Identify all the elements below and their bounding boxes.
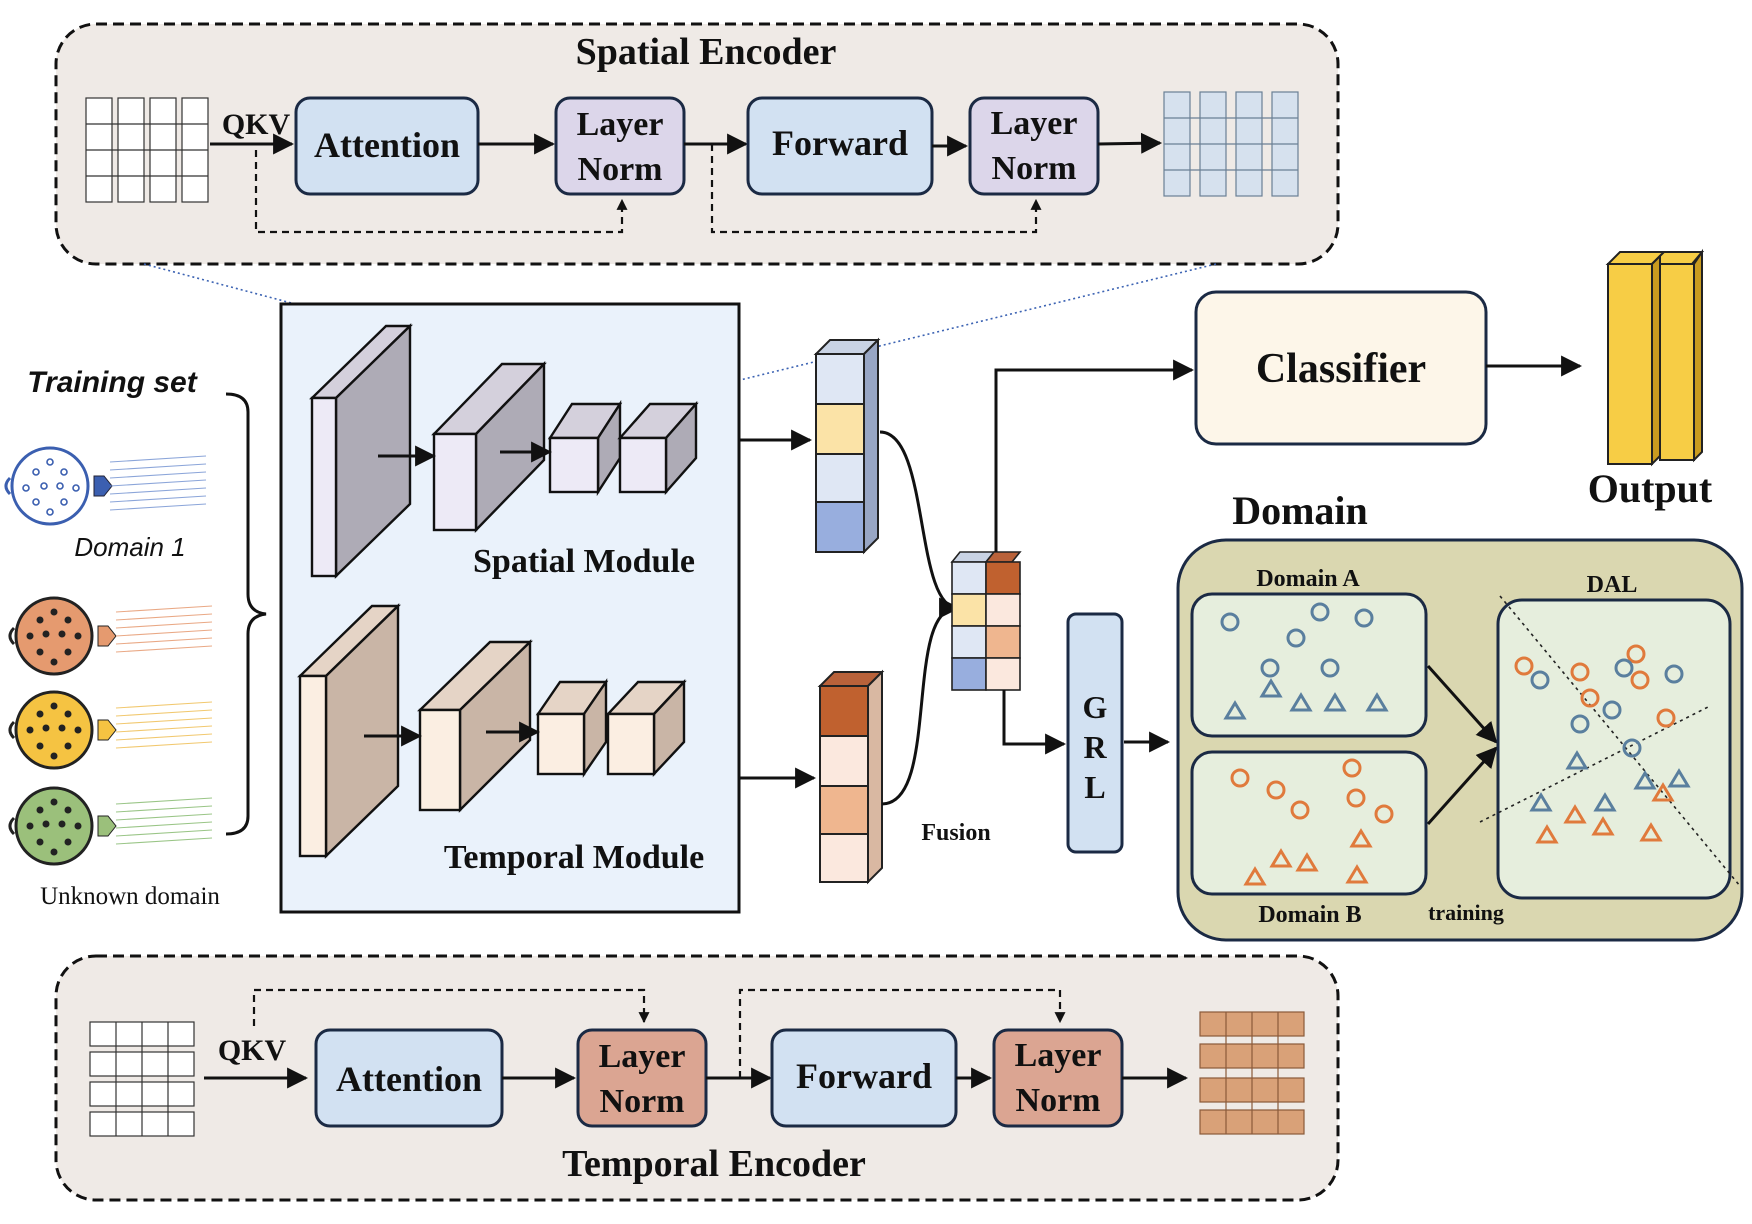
spatial-feature-vector: [813, 337, 881, 555]
domain-b-markers: [1230, 758, 1394, 886]
temporal-output-tokens: [1199, 1011, 1305, 1135]
spatial-input-tokens: [85, 97, 209, 203]
spatial-arrow-out: [1097, 132, 1163, 154]
zoom-line-right: [657, 263, 1217, 401]
domain-a-box: [1190, 592, 1428, 738]
spatial-forward-label: Forward: [772, 123, 908, 163]
classifier-block: [1194, 290, 1488, 446]
spatial-to-fusion-curve: [879, 430, 961, 619]
head-domain-yellow: [8, 690, 213, 770]
head-domain-1: [4, 446, 207, 526]
domain-title: Domain: [1232, 488, 1368, 533]
temporal-residual-2: [738, 988, 1066, 1078]
domain-b-to-dal-arrow: [1426, 746, 1498, 826]
classifier-label: Classifier: [1256, 346, 1426, 392]
temporal-to-fusion-curve: [881, 606, 957, 806]
head-domain-orange: [8, 596, 213, 676]
training-label: training: [1428, 900, 1504, 925]
domain-a-label: Domain A: [1256, 566, 1360, 592]
spatial-norm1-line2: Norm: [578, 151, 663, 188]
domain-panel: Domain A Domain B training DAL: [1176, 538, 1744, 942]
fusion-to-grl-arrow: [1002, 690, 1067, 755]
temporal-attention-label: Attention: [336, 1059, 482, 1099]
training-set-title: Training set: [27, 366, 198, 399]
spatial-qkv-label: QKV: [222, 108, 291, 141]
temporal-residual-1: [252, 988, 650, 1026]
training-set: Training set Domain 1: [4, 366, 267, 910]
fusion-vector: [950, 551, 1022, 691]
fusion-label: Fusion: [921, 820, 990, 846]
temporal-norm1-line2: Norm: [600, 1083, 685, 1120]
spatial-encoder-title: Spatial Encoder: [576, 31, 837, 73]
fusion-to-classifier-arrow: [994, 359, 1195, 552]
spatial-norm2-line2: Norm: [992, 150, 1077, 187]
dal-label: DAL: [1587, 572, 1638, 598]
dal-box: [1496, 598, 1732, 900]
output-label: Output: [1588, 466, 1713, 511]
spatial-module-blocks: [309, 323, 699, 579]
grl-letter-g: G: [1083, 689, 1108, 725]
spatial-norm1-line1: Layer: [577, 106, 664, 143]
output-bars: [1605, 248, 1705, 467]
temporal-module-label: Temporal Module: [444, 839, 704, 876]
spatial-attention-block: [294, 96, 480, 196]
temporal-forward-label: Forward: [796, 1056, 932, 1096]
grl-letter-r: R: [1083, 729, 1107, 765]
temporal-feature-vector: [817, 669, 885, 885]
spatial-norm2-line1: Layer: [991, 105, 1078, 142]
temporal-qkv-label: QKV: [218, 1034, 287, 1067]
domain-b-box: [1190, 750, 1428, 896]
spatial-module-label: Spatial Module: [473, 543, 695, 580]
temporal-norm2-line2: Norm: [1016, 1082, 1101, 1119]
domain-b-label: Domain B: [1258, 902, 1361, 928]
modules-panel: Spatial Module Temporal Module: [279, 302, 741, 914]
spatial-layer-norm-2: [968, 96, 1100, 196]
domain-a-to-dal-arrow: [1426, 664, 1498, 744]
dal-blue-markers: [1529, 658, 1691, 812]
dal-orange-markers: [1514, 644, 1676, 844]
temporal-input-tokens: [89, 1021, 195, 1137]
temporal-encoder: Temporal Encoder QKV Attention Layer Nor…: [54, 954, 1340, 1202]
head-unknown-domain: [8, 786, 213, 866]
temporal-norm1-line1: Layer: [599, 1038, 686, 1075]
spatial-output-tokens: [1163, 91, 1299, 197]
domain-a-markers: [1220, 602, 1389, 720]
training-brace: [225, 392, 267, 836]
spatial-attention-label: Attention: [314, 125, 460, 165]
grl-letter-l: L: [1084, 769, 1105, 805]
temporal-norm2-line1: Layer: [1015, 1037, 1102, 1074]
dal-boundary-2: [1479, 705, 1711, 823]
spatial-encoder: Spatial Encoder QKV Attention Layer Norm…: [54, 22, 1340, 266]
spatial-layer-norm-1: [554, 96, 686, 196]
domain-1-label: Domain 1: [74, 532, 185, 562]
unknown-domain-label: Unknown domain: [40, 883, 220, 910]
grl-block: [1066, 612, 1124, 854]
spatial-residual-1: [254, 150, 628, 234]
temporal-encoder-title: Temporal Encoder: [562, 1143, 866, 1185]
temporal-module-blocks: [297, 603, 687, 859]
